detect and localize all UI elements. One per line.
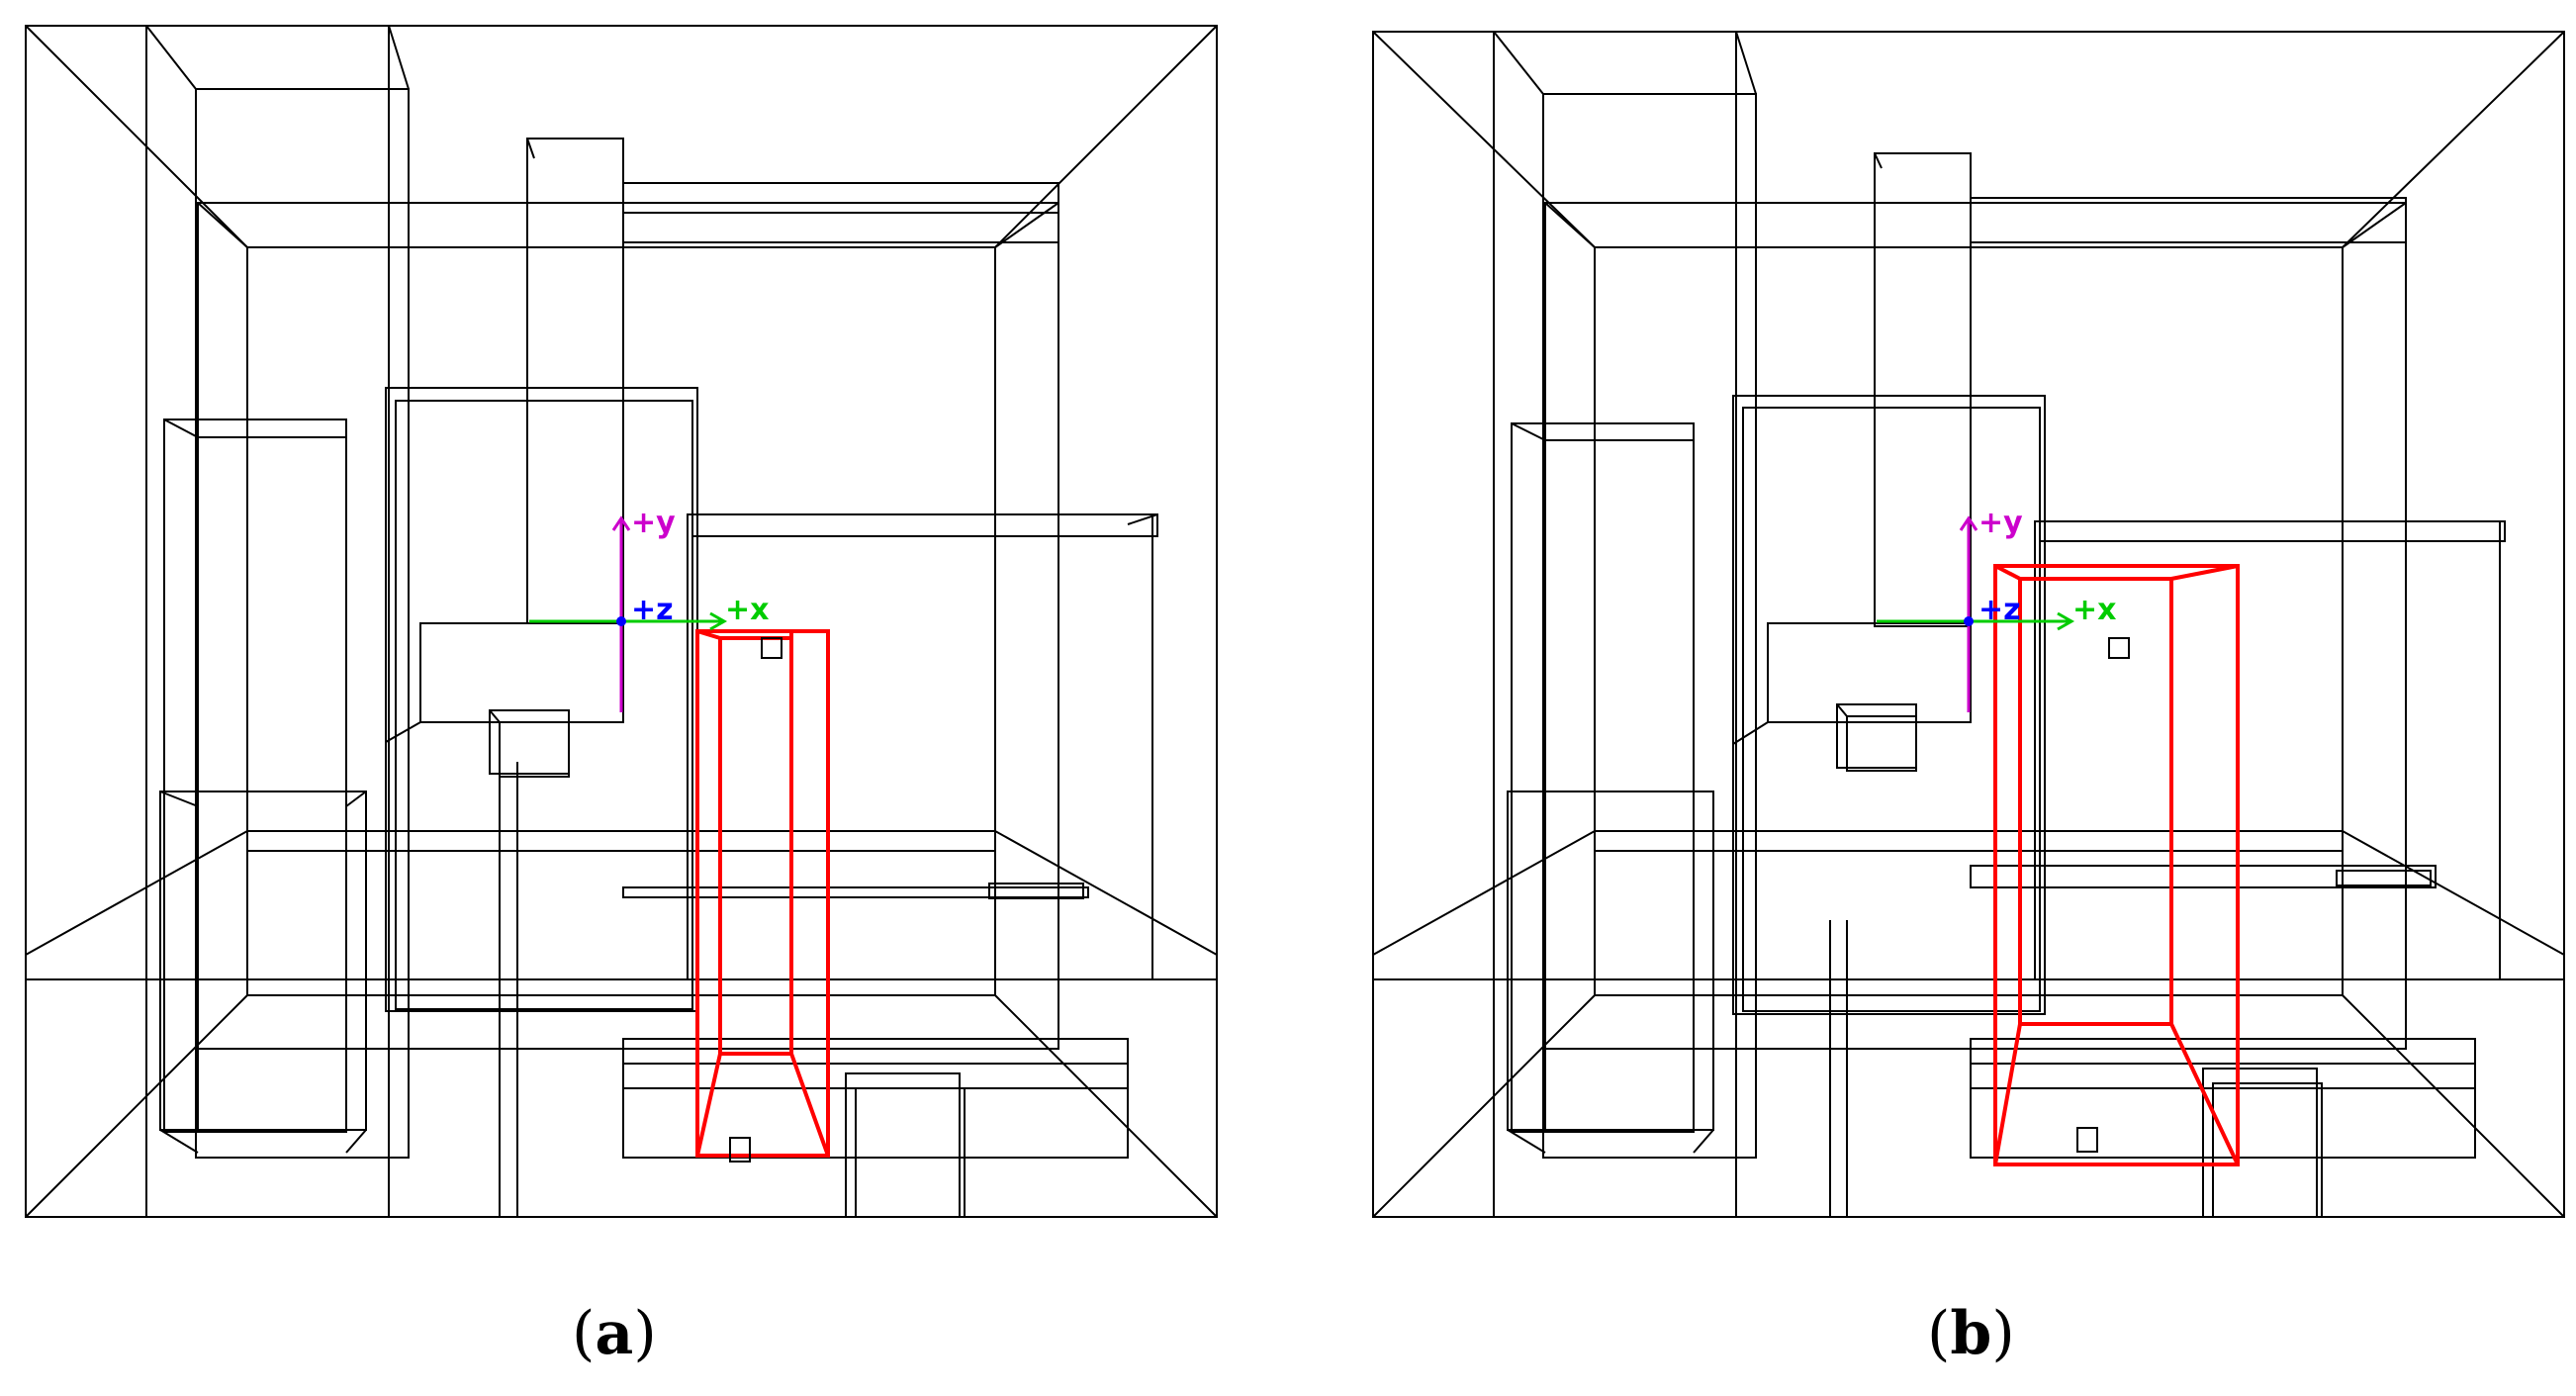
panel-a-axes: +y +z +x [529, 506, 770, 712]
panel-b-marker-square [2108, 637, 2130, 659]
panel-b-marker-square-bottom [2076, 1127, 2098, 1153]
panel-b-caption: (b) [1927, 1299, 2015, 1368]
panel-a: +y +z +x (a) [26, 26, 1217, 1368]
panel-a-marker-square [761, 637, 782, 659]
panel-a-x-label: +x [725, 593, 770, 627]
panel-b-z-label: +z [1978, 593, 2021, 627]
panel-b: +y +z +x (b) [1373, 32, 2564, 1368]
panel-b-x-label: +x [2072, 593, 2117, 627]
panel-b-axes: +y +z +x [1877, 506, 2117, 712]
panel-a-highlight-box [697, 631, 828, 1156]
panel-a-caption: (a) [572, 1299, 657, 1368]
panel-b-wireframe [1373, 32, 2564, 1217]
panel-a-wireframe [26, 26, 1217, 1217]
panel-a-marker-square-bottom [729, 1137, 751, 1163]
panel-a-z-label: +z [631, 593, 674, 627]
panel-a-y-label: +y [631, 506, 676, 540]
panel-b-y-label: +y [1978, 506, 2023, 540]
panel-b-highlight-box [1995, 566, 2238, 1164]
